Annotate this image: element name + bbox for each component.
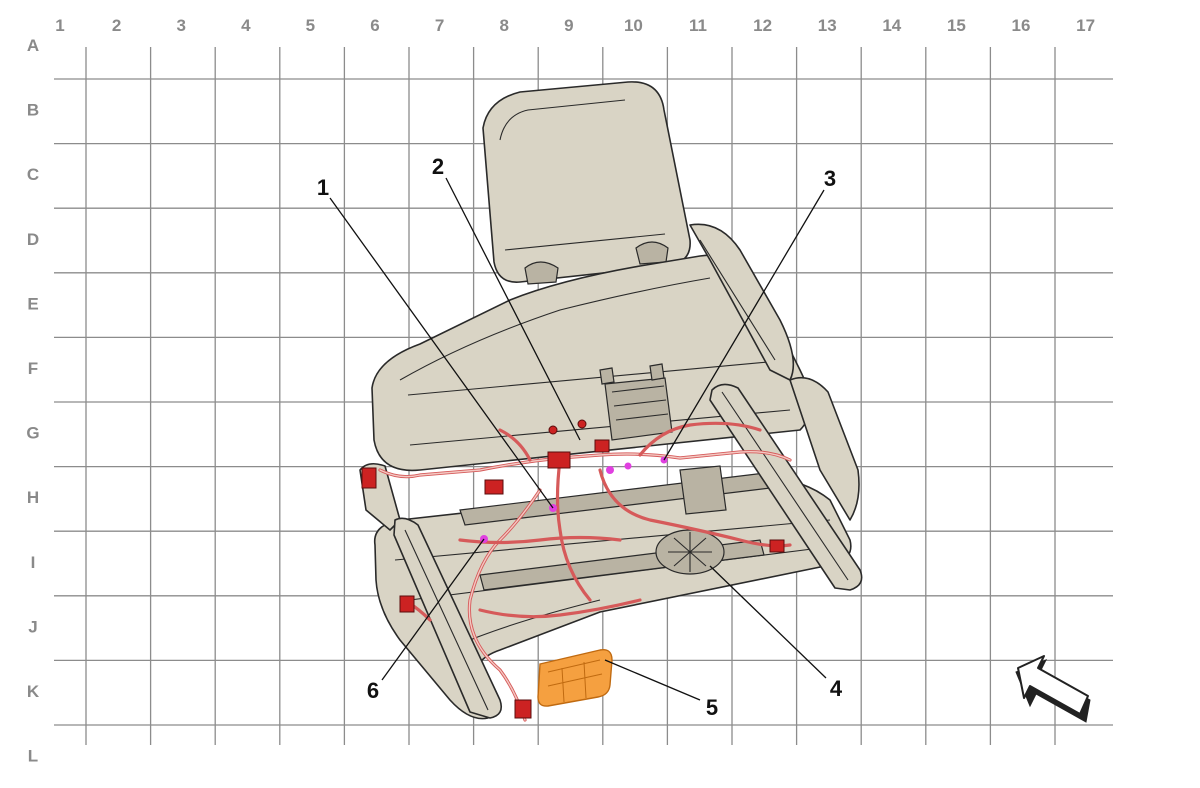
grid-column-label: 9: [564, 16, 573, 35]
connectors: [361, 419, 785, 719]
grid-column-label: 1: [55, 16, 64, 35]
grid-column-label: 16: [1012, 16, 1031, 35]
grid-row-label: E: [27, 294, 38, 313]
grid-row-label: A: [27, 36, 39, 55]
connector-g10: [594, 439, 610, 453]
callout-leaders: [329, 177, 827, 701]
grid-row-label: F: [28, 359, 38, 378]
connector-h6: [361, 467, 377, 489]
callout-1: 1: [317, 175, 329, 200]
grid-column-label: 15: [947, 16, 966, 35]
seat-assembly: [359, 81, 863, 722]
grid-column-label: 11: [689, 16, 707, 35]
connector-j6: [399, 595, 415, 613]
leader-3: [663, 189, 825, 461]
callout-6: 6: [367, 678, 379, 703]
connector-i12: [769, 539, 785, 553]
grid-column-label: 17: [1076, 16, 1095, 35]
connector-k8: [514, 699, 532, 719]
grid-row-label: B: [27, 101, 39, 120]
grid-row-label: D: [27, 230, 39, 249]
grid-row-label: L: [28, 747, 38, 766]
connector-h8: [484, 479, 504, 495]
grid-column-label: 8: [499, 16, 508, 35]
grid-column-label: 10: [624, 16, 643, 35]
highlighted-control-module: [537, 649, 613, 707]
leader-6: [381, 538, 485, 681]
grid-column-label: 6: [370, 16, 379, 35]
grid-column-label: 2: [112, 16, 121, 35]
grid-column-label: 7: [435, 16, 444, 35]
callout-numbers: 1 2 3 4 5 6: [317, 154, 843, 720]
grid-column-label: 3: [176, 16, 185, 35]
grid-column-label: 4: [241, 16, 251, 35]
grid-row-label: H: [27, 488, 39, 507]
callout-2: 2: [432, 154, 444, 179]
grid-row-labels: A B C D E F G H I J K L: [26, 36, 39, 766]
grid-row-label: G: [26, 424, 39, 443]
leader-1: [329, 197, 554, 509]
headrest: [482, 81, 691, 285]
direction-arrow-icon: [1015, 655, 1091, 723]
wiring-harness: [378, 421, 792, 722]
callout-4: 4: [830, 676, 843, 701]
grid-column-label: 14: [882, 16, 901, 35]
callout-3: 3: [824, 166, 836, 191]
grid-row-label: K: [27, 682, 40, 701]
backrest-motor-module: [599, 363, 727, 515]
grid-row-label: J: [28, 617, 37, 636]
grid-column-label: 5: [306, 16, 315, 35]
callout-5: 5: [706, 695, 718, 720]
leader-5: [604, 659, 701, 701]
grid-row-label: C: [27, 165, 39, 184]
leader-4: [709, 565, 827, 679]
grid-column-label: 13: [818, 16, 837, 35]
connector-h9: [547, 451, 571, 469]
seat-back: [371, 223, 811, 472]
leader-2: [445, 177, 581, 441]
grid-row-label: I: [31, 553, 36, 572]
grid-column-label: 12: [753, 16, 772, 35]
